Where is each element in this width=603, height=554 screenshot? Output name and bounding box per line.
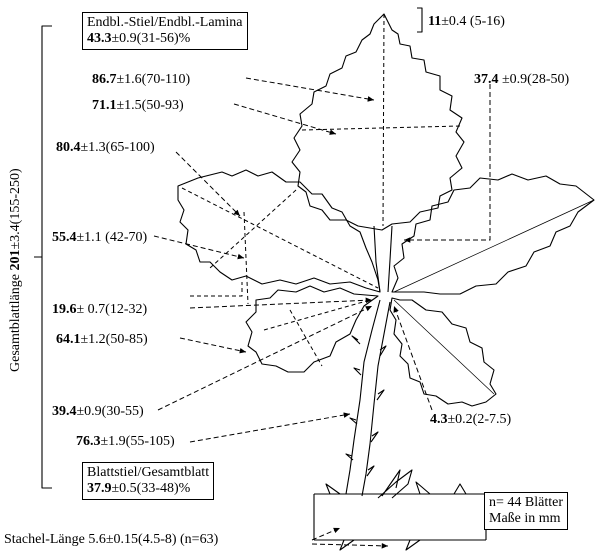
- arrow-m6: [189, 297, 373, 309]
- stem: [313, 493, 487, 541]
- terminal-leaflet: [291, 13, 465, 231]
- petiole: [345, 299, 391, 497]
- tip-bracket: [417, 7, 423, 33]
- measure-label-m7: 64.1±1.2(50-85): [56, 332, 148, 347]
- terminal-ratio-box: Endbl.-Stiel/Endbl.-Lamina 43.3±0.9(31-5…: [82, 12, 248, 50]
- stipules: [377, 469, 413, 499]
- arrow-m4: [175, 151, 241, 217]
- tip-label: 11±0.4 (5-16): [428, 14, 505, 29]
- measure-label-m8: 39.4±0.9(30-55): [52, 404, 144, 419]
- arrow-m3: [233, 103, 337, 135]
- arrow-m2: [404, 84, 491, 243]
- measure-label-m3: 71.1±1.5(50-93): [92, 98, 184, 113]
- measure-label-m6: 19.6± 0.7(12-32): [52, 302, 148, 317]
- upper-right-leaflet: [391, 173, 595, 295]
- arrow-spine-2: [311, 543, 389, 549]
- legend-box: n= 44 Blätter Maße in mm: [484, 492, 568, 530]
- lower-left-leaflet: [245, 285, 379, 373]
- measure-label-m4: 80.4±1.3(65-100): [56, 140, 155, 155]
- measure-label-m5: 55.4±1.1 (42-70): [52, 230, 148, 245]
- upper-left-leaflet: [177, 169, 381, 293]
- arrow-m9: [393, 305, 433, 411]
- measure-label-m9: 4.3±0.2(2-7.5): [430, 412, 512, 427]
- lower-right-leaflet: [389, 297, 497, 407]
- arrow-m5: [153, 235, 245, 260]
- arrow-m7: [179, 337, 247, 354]
- measure-label-m10: 76.3±1.9(55-105): [76, 434, 175, 449]
- arrow-m10: [189, 412, 351, 443]
- arrow-m8: [157, 305, 373, 411]
- measure-label-m1: 86.7±1.6(70-110): [92, 72, 191, 87]
- measure-label-m2: 37.4 ±0.9(28-50): [474, 72, 570, 87]
- arrow-m1: [245, 77, 375, 102]
- total-length-label: Gesamtblattlänge 201±3.4(155-250): [8, 168, 23, 372]
- total-length-bracket: [34, 25, 52, 489]
- petiole-ratio-box: Blattstiel/Gesamtblatt 37.9±0.5(33-48)%: [82, 462, 215, 500]
- spine-length-label: Stachel-Länge 5.6±0.15(4.5-8) (n=63): [4, 532, 219, 547]
- arrow-spine-1: [311, 527, 341, 541]
